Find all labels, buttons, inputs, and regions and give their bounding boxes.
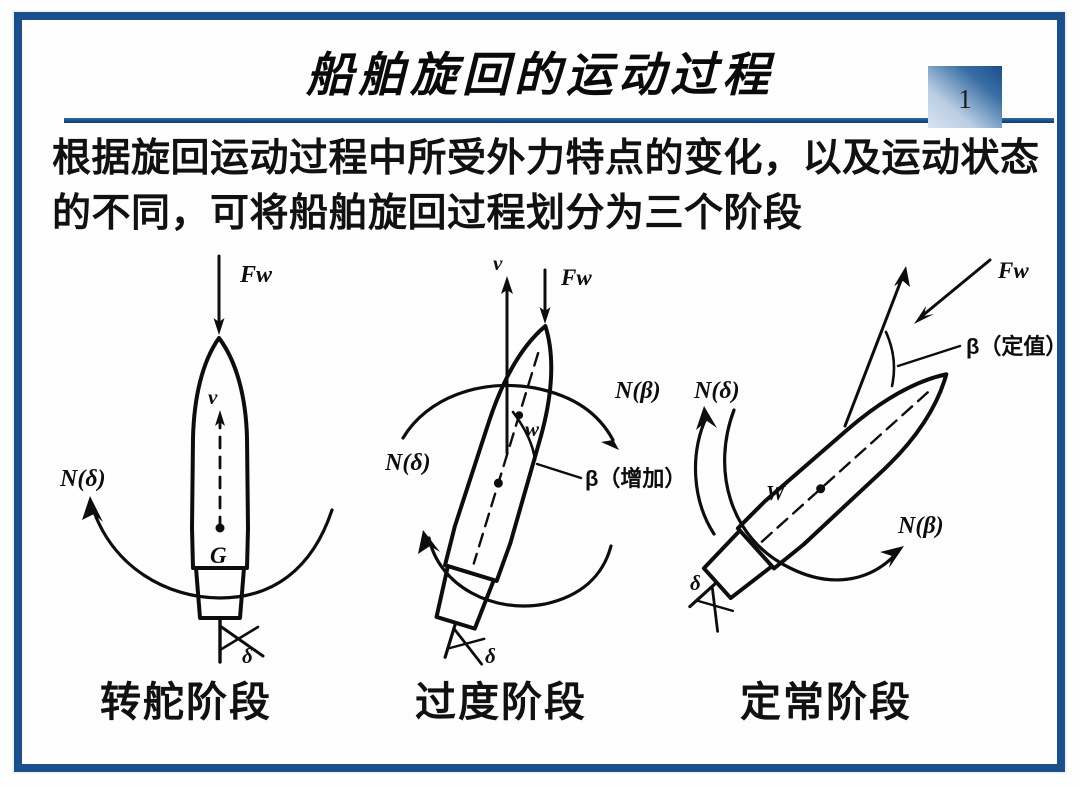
label-velocity: v [208,385,218,409]
label-wind-force: Fw [239,262,273,288]
label-gravity-center: G [210,543,227,568]
label-angular-velocity: w [525,417,540,441]
figure-stage-3: Fw β（定值） N(δ) N(β) W δ [670,238,1060,668]
label-rudder-angle: δ [242,644,253,668]
label-velocity: v [493,251,503,275]
label-rudder-angle: δ [485,644,496,668]
figure-stage-1: Fw v G N(δ) δ [50,238,370,668]
label-drift-moment: N(β) [897,513,944,539]
caption-stage-2: 过度阶段 [415,679,587,725]
label-drift-moment: N(β) [614,378,661,404]
label-rudder-angle: δ [690,571,701,595]
label-rudder-moment: N(δ) [59,466,106,492]
label-angular-velocity: W [766,481,786,505]
figures-row: Fw v G N(δ) δ [30,238,1060,668]
stage-captions-row: 转舵阶段 过度阶段 定常阶段 [30,668,1050,738]
page-number-label: 1 [958,84,972,114]
slide-frame-border [14,12,1065,772]
caption-stage-3: 定常阶段 [740,679,912,725]
label-drift-angle: β（增加） [585,466,686,491]
title-divider-rule [64,118,1054,123]
page-title: 船舶旋回的运动过程 [306,50,774,102]
label-wind-force: Fw [997,258,1029,283]
label-rudder-moment: N(δ) [385,450,431,476]
page-number-plate: 1 [928,66,1002,128]
label-drift-angle: β（定值） [966,334,1060,359]
body-paragraph: 根据旋回运动过程中所受外力特点的变化，以及运动状态的不同，可将船舶旋回过程划分为… [52,137,1040,236]
label-rudder-moment: N(δ) [693,378,740,404]
label-wind-force: Fw [560,265,592,290]
figure-stage-2: v Fw N(β) N(δ) β（增加） w δ [385,238,715,668]
caption-stage-1: 转舵阶段 [100,679,272,725]
